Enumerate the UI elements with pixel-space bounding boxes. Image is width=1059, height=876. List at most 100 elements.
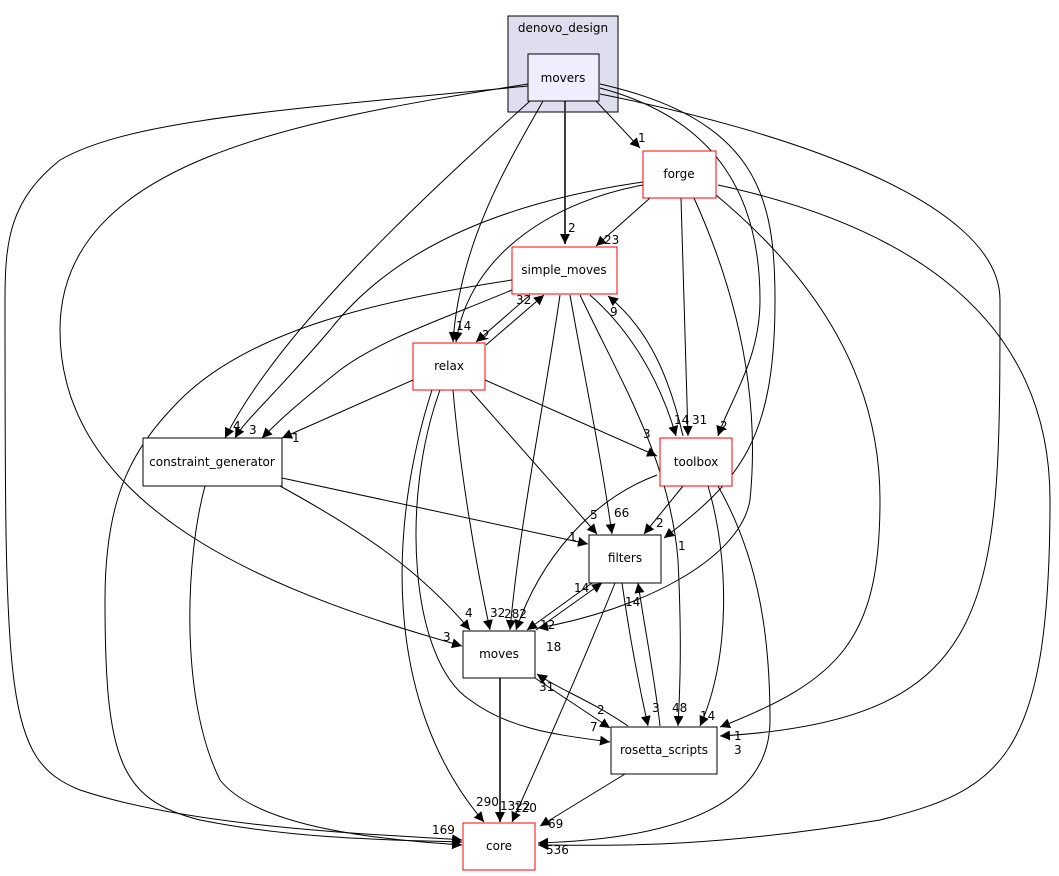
edge-rosetta-scripts-moves bbox=[536, 673, 629, 727]
edge-toolbox-filters bbox=[643, 485, 684, 535]
node-box bbox=[527, 53, 600, 102]
edge-forge-simple-moves bbox=[595, 197, 651, 247]
edge-label: 3 bbox=[249, 423, 257, 437]
node-box bbox=[588, 534, 662, 584]
edge-filters-moves bbox=[526, 582, 593, 631]
edge-label: 31 bbox=[539, 680, 554, 694]
node-moves[interactable]: moves bbox=[462, 630, 536, 679]
edge-label: 1 bbox=[734, 729, 742, 743]
node-label: rosetta_scripts bbox=[620, 743, 708, 757]
edge-forge-toolbox bbox=[680, 197, 693, 437]
edge-label: 1 bbox=[638, 131, 646, 145]
edge-simple-moves-relax bbox=[475, 294, 531, 343]
edge-label: 3 bbox=[734, 743, 742, 757]
edge-label: 7 bbox=[590, 720, 598, 734]
edge-forge-moves bbox=[537, 197, 754, 632]
node-box bbox=[642, 150, 717, 199]
edge-moves-rosetta-scripts bbox=[534, 677, 611, 729]
edge-label: 14 bbox=[625, 595, 640, 609]
edge-simple-moves-core bbox=[104, 279, 513, 847]
edge-label: 23 bbox=[604, 233, 619, 247]
edge-label: 536 bbox=[546, 843, 569, 857]
edge-constraint-generator-filters bbox=[281, 477, 589, 547]
node-movers[interactable]: movers bbox=[527, 53, 600, 102]
node-filters[interactable]: filters bbox=[588, 534, 662, 584]
node-label: filters bbox=[608, 551, 642, 565]
edge-label: 69 bbox=[548, 817, 563, 831]
edge-simple-moves-constraint-generator bbox=[261, 289, 513, 439]
node-forge[interactable]: forge bbox=[642, 150, 717, 199]
edge-toolbox-simple-moves bbox=[607, 295, 684, 437]
edge-simple-moves-moves bbox=[505, 294, 561, 631]
edge-simple-moves-rosetta-scripts bbox=[579, 294, 684, 727]
edge-rosetta-scripts-filters bbox=[634, 582, 661, 727]
edge-movers-core bbox=[4, 85, 529, 845]
edge-toolbox-rosetta-scripts bbox=[699, 485, 725, 727]
node-box bbox=[462, 630, 536, 679]
node-box bbox=[659, 437, 733, 487]
edge-label: 3 bbox=[652, 701, 660, 715]
edge-forge-constraint-generator bbox=[234, 181, 644, 439]
edge-movers-forge bbox=[595, 100, 641, 149]
edge-constraint-generator-moves bbox=[279, 485, 471, 631]
edge-filters-rosetta-scripts bbox=[621, 582, 651, 727]
edge-label: 9 bbox=[610, 305, 618, 319]
node-relax[interactable]: relax bbox=[412, 342, 486, 391]
edge-relax-moves bbox=[452, 389, 493, 631]
node-box bbox=[462, 822, 536, 871]
edge-label: 66 bbox=[614, 506, 629, 520]
edge-label: 2 bbox=[720, 419, 728, 433]
node-label: core bbox=[486, 839, 512, 853]
edge-simple-moves-filters bbox=[569, 294, 616, 535]
edge-relax-simple-moves bbox=[485, 294, 545, 346]
edge-simple-moves-toolbox bbox=[589, 294, 679, 437]
edge-label: 120 bbox=[514, 801, 537, 815]
edge-label: 14 bbox=[674, 413, 689, 427]
edge-relax-rosetta-scripts bbox=[415, 389, 611, 746]
edge-movers-moves bbox=[59, 83, 529, 649]
edge-moves-filters bbox=[535, 582, 603, 631]
edge-movers-relax bbox=[448, 100, 544, 343]
edge-movers-toolbox bbox=[599, 87, 761, 437]
edge-label: 1 bbox=[292, 431, 300, 445]
edge-forge-core bbox=[537, 184, 1051, 851]
edge-label: 1 bbox=[569, 530, 577, 544]
node-label: forge bbox=[663, 167, 694, 181]
edge-filters-core bbox=[511, 582, 616, 823]
node-label: constraint_generator bbox=[149, 455, 275, 469]
node-label: relax bbox=[434, 359, 464, 373]
node-label: simple_moves bbox=[521, 263, 606, 277]
node-box bbox=[610, 726, 718, 775]
edge-movers-constraint-generator bbox=[224, 100, 531, 439]
edges: 1 2 14 4 2 1 3 1 169 23 3 31 bbox=[4, 83, 1051, 857]
edge-label: 2 bbox=[482, 328, 490, 342]
edge-label: 2 bbox=[656, 516, 664, 530]
node-label: movers bbox=[541, 71, 586, 85]
edge-label: 290 bbox=[476, 795, 499, 809]
edge-label: 18 bbox=[546, 640, 561, 654]
node-rosetta-scripts[interactable]: rosetta_scripts bbox=[610, 726, 718, 775]
edge-label: 32 bbox=[490, 606, 505, 620]
edge-constraint-generator-core bbox=[189, 485, 463, 850]
edge-relax-filters bbox=[469, 389, 598, 535]
edge-label: 169 bbox=[432, 823, 455, 837]
node-core[interactable]: core bbox=[462, 822, 536, 871]
node-label: toolbox bbox=[674, 455, 718, 469]
edge-label: 14 bbox=[700, 709, 715, 723]
edge-label: 1 bbox=[678, 539, 686, 553]
edge-toolbox-moves bbox=[514, 474, 658, 631]
edge-label: 31 bbox=[692, 413, 707, 427]
node-simple-moves[interactable]: simple_moves bbox=[511, 246, 618, 295]
edge-rosetta-scripts-core bbox=[539, 773, 626, 827]
edge-label: 1322 bbox=[500, 799, 531, 813]
node-constraint-generator[interactable]: constraint_generator bbox=[142, 437, 283, 487]
edge-label: 3 bbox=[643, 427, 651, 441]
edge-relax-toolbox bbox=[484, 379, 658, 457]
edge-label: 14 bbox=[574, 581, 589, 595]
edge-label: 12 bbox=[540, 618, 555, 632]
node-box bbox=[142, 437, 283, 487]
edge-label: 3 bbox=[443, 630, 451, 644]
node-toolbox[interactable]: toolbox bbox=[659, 437, 733, 487]
edge-movers-rosetta-scripts bbox=[599, 93, 1001, 741]
